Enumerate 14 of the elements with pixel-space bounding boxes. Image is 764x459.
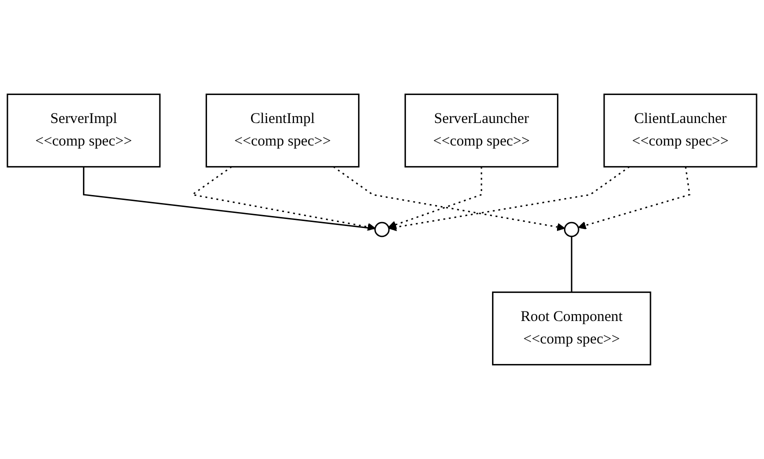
arrow <box>388 166 630 232</box>
node-box: Root Component <<comp spec>> <box>492 292 652 366</box>
connector <box>82 166 376 230</box>
node-circle <box>374 222 390 238</box>
arrow <box>578 166 690 230</box>
arrow <box>388 166 482 229</box>
node-circle <box>564 222 580 238</box>
node-box: ClientImpl <<comp spec>> <box>206 94 360 168</box>
node-box: ClientLauncher <<comp spec>> <box>603 94 758 168</box>
node-box: ServerLauncher <<comp spec>> <box>404 94 558 168</box>
arrow <box>190 166 376 231</box>
arrow <box>333 166 566 232</box>
connector <box>570 236 572 292</box>
node-box: ServerImpl <<comp spec>> <box>6 94 161 168</box>
